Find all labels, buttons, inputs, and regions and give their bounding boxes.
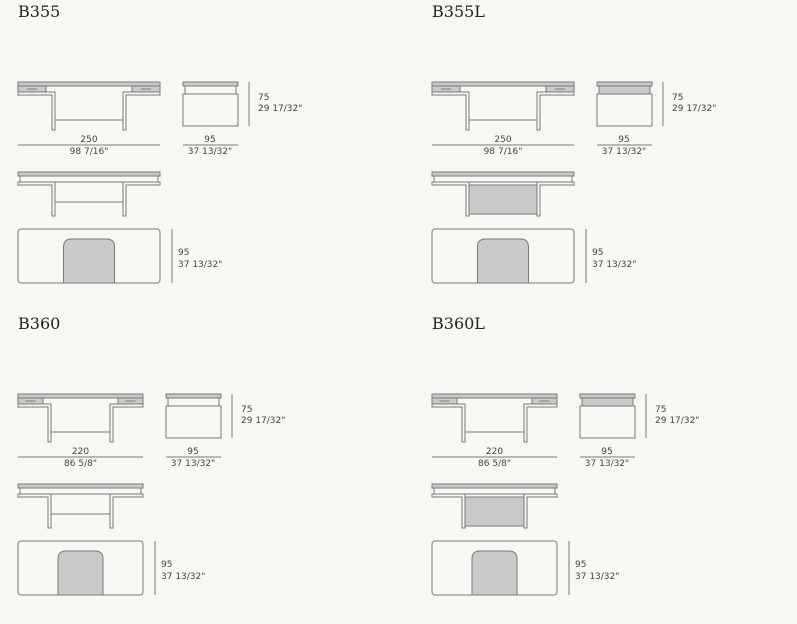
back-rail bbox=[433, 487, 556, 495]
top-depth-cm: 95 bbox=[592, 248, 604, 258]
height-in: 29 17/32" bbox=[258, 104, 303, 114]
technical-drawing bbox=[17, 393, 233, 596]
side-body bbox=[596, 93, 653, 127]
side-top-slab bbox=[182, 81, 239, 87]
width-in: 86 5/8" bbox=[478, 459, 511, 469]
top-depth-in: 37 13/32" bbox=[161, 572, 206, 582]
width-cm: 220 bbox=[71, 447, 90, 457]
side-top-slab bbox=[165, 393, 222, 399]
side-drawer bbox=[581, 397, 634, 407]
side-top-slab bbox=[579, 393, 636, 399]
top-depth-in: 37 13/32" bbox=[178, 260, 223, 270]
height-in: 29 17/32" bbox=[241, 416, 286, 426]
back-rail bbox=[19, 487, 142, 495]
width-cm: 250 bbox=[80, 135, 98, 145]
back-rail bbox=[19, 175, 159, 183]
height-cm: 75 bbox=[672, 93, 684, 103]
depth-in: 37 13/32" bbox=[170, 459, 216, 469]
top-depth-in: 37 13/32" bbox=[575, 572, 620, 582]
model-title: B360 bbox=[18, 314, 61, 333]
back-top-slab bbox=[17, 483, 144, 489]
width-in: 86 5/8" bbox=[64, 459, 97, 469]
back-top-slab bbox=[431, 483, 558, 489]
width-cm: 250 bbox=[494, 135, 512, 145]
side-body bbox=[579, 405, 636, 439]
back-leg-left bbox=[17, 493, 52, 529]
top-depth-cm: 95 bbox=[575, 560, 587, 570]
technical-drawing bbox=[431, 81, 664, 284]
model-title: B360L bbox=[432, 314, 485, 333]
height-cm: 75 bbox=[258, 93, 270, 103]
depth-cm: 95 bbox=[187, 447, 199, 457]
back-top-slab bbox=[17, 171, 161, 177]
front-leg-right bbox=[109, 403, 144, 443]
depth-in: 37 13/32" bbox=[584, 459, 630, 469]
top-view-panel bbox=[63, 238, 115, 284]
front-top-slab bbox=[431, 81, 575, 87]
front-leg-right bbox=[122, 91, 161, 131]
width-cm: 220 bbox=[485, 447, 504, 457]
side-top-slab bbox=[596, 81, 653, 87]
back-leg-right bbox=[122, 181, 161, 217]
top-view-panel bbox=[57, 550, 104, 596]
side-drawer bbox=[184, 85, 237, 95]
depth-cm: 95 bbox=[601, 447, 613, 457]
depth-cm: 95 bbox=[618, 135, 630, 145]
front-leg-left bbox=[17, 91, 56, 131]
side-body bbox=[182, 93, 239, 127]
front-leg-left bbox=[431, 403, 466, 443]
modesty-panel bbox=[464, 496, 525, 527]
technical-drawing bbox=[17, 81, 250, 284]
side-drawer bbox=[167, 397, 220, 407]
front-top-slab bbox=[17, 393, 144, 399]
depth-cm: 95 bbox=[204, 135, 216, 145]
height-cm: 75 bbox=[655, 405, 667, 415]
top-depth-cm: 95 bbox=[178, 248, 190, 258]
top-view-panel bbox=[477, 238, 529, 284]
modesty-panel bbox=[468, 184, 538, 215]
depth-in: 37 13/32" bbox=[601, 147, 647, 157]
technical-drawing bbox=[431, 393, 647, 596]
height-in: 29 17/32" bbox=[655, 416, 700, 426]
back-leg-left bbox=[17, 181, 56, 217]
front-leg-left bbox=[431, 91, 470, 131]
back-leg-right bbox=[523, 493, 558, 529]
width-in: 98 7/16" bbox=[69, 147, 109, 157]
model-title: B355 bbox=[18, 2, 61, 21]
back-leg-right bbox=[536, 181, 575, 217]
back-leg-left bbox=[431, 181, 470, 217]
front-top-slab bbox=[17, 81, 161, 87]
back-top-slab bbox=[431, 171, 575, 177]
front-leg-right bbox=[523, 403, 558, 443]
back-leg-right bbox=[109, 493, 144, 529]
top-view-panel bbox=[471, 550, 518, 596]
side-body bbox=[165, 405, 222, 439]
height-in: 29 17/32" bbox=[672, 104, 717, 114]
width-in: 98 7/16" bbox=[483, 147, 523, 157]
back-leg-left bbox=[431, 493, 466, 529]
front-leg-right bbox=[536, 91, 575, 131]
model-title: B355L bbox=[432, 2, 485, 21]
side-drawer bbox=[598, 85, 651, 95]
top-depth-cm: 95 bbox=[161, 560, 173, 570]
height-cm: 75 bbox=[241, 405, 253, 415]
back-rail bbox=[433, 175, 573, 183]
top-depth-in: 37 13/32" bbox=[592, 260, 637, 270]
depth-in: 37 13/32" bbox=[187, 147, 233, 157]
front-top-slab bbox=[431, 393, 558, 399]
front-leg-left bbox=[17, 403, 52, 443]
